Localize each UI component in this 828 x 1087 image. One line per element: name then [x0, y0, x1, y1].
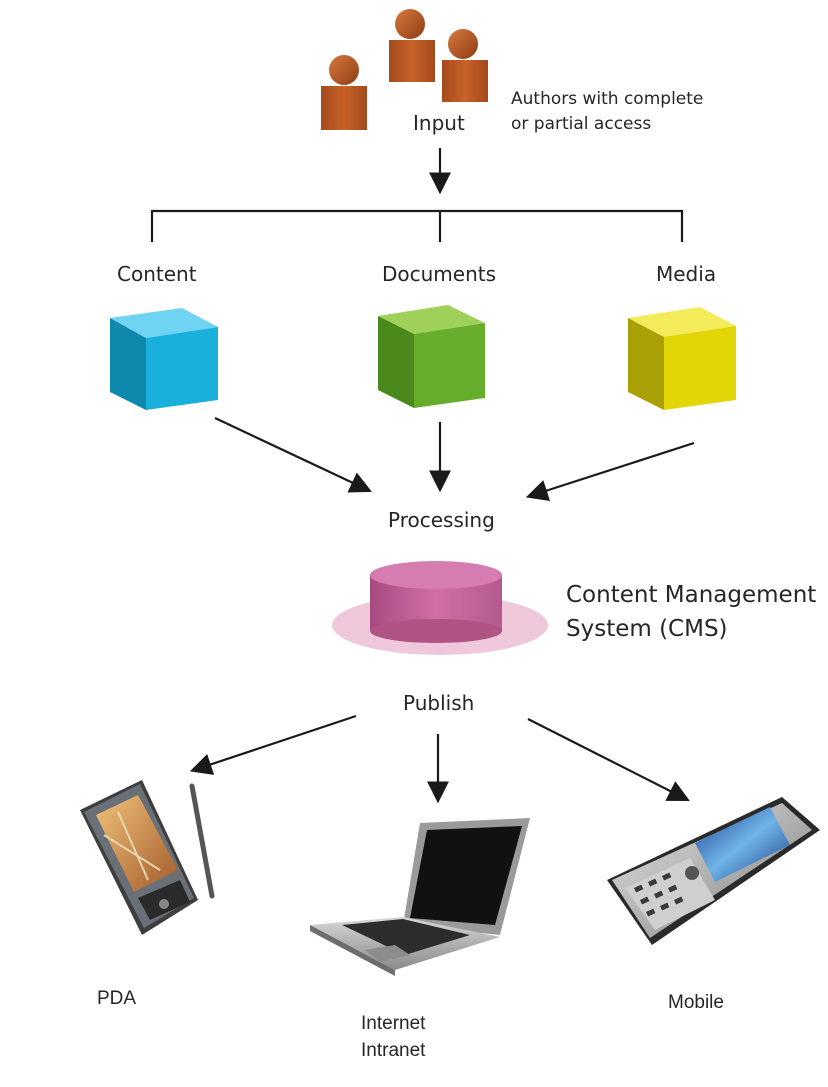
laptop-device-icon	[310, 818, 530, 976]
documents-cube-icon	[378, 305, 485, 408]
person-right-icon	[442, 29, 488, 102]
media-to-processing-arrow	[525, 441, 695, 502]
pda-label: PDA	[97, 988, 137, 1009]
publish-to-mobile-arrow	[527, 718, 690, 801]
content-cube-icon	[110, 308, 218, 410]
cms-label-line2: System (CMS)	[566, 616, 728, 642]
content-label: Content	[117, 262, 197, 286]
cms-database-icon	[332, 561, 548, 655]
publish-label: Publish	[403, 691, 475, 715]
media-cube-icon	[628, 307, 736, 410]
publish-to-pda-arrow	[189, 714, 357, 775]
cms-label-line1: Content Management	[566, 582, 817, 608]
internet-label: Internet	[361, 1013, 426, 1034]
media-label: Media	[656, 262, 717, 286]
mobile-phone-icon	[607, 797, 820, 945]
authors-note-line2: or partial access	[511, 114, 652, 134]
authors-note-line1: Authors with complete	[511, 89, 704, 109]
person-middle-icon	[389, 9, 435, 82]
intranet-label: Intranet	[361, 1040, 426, 1061]
person-left-icon	[321, 55, 367, 130]
distribution-bracket	[150, 209, 684, 242]
content-to-processing-arrow	[214, 417, 372, 493]
pda-device-icon	[80, 780, 215, 935]
mobile-label: Mobile	[668, 992, 724, 1013]
processing-label: Processing	[388, 508, 495, 532]
authors-people-icon	[321, 9, 488, 130]
input-label: Input	[413, 111, 465, 135]
documents-label: Documents	[382, 262, 497, 286]
